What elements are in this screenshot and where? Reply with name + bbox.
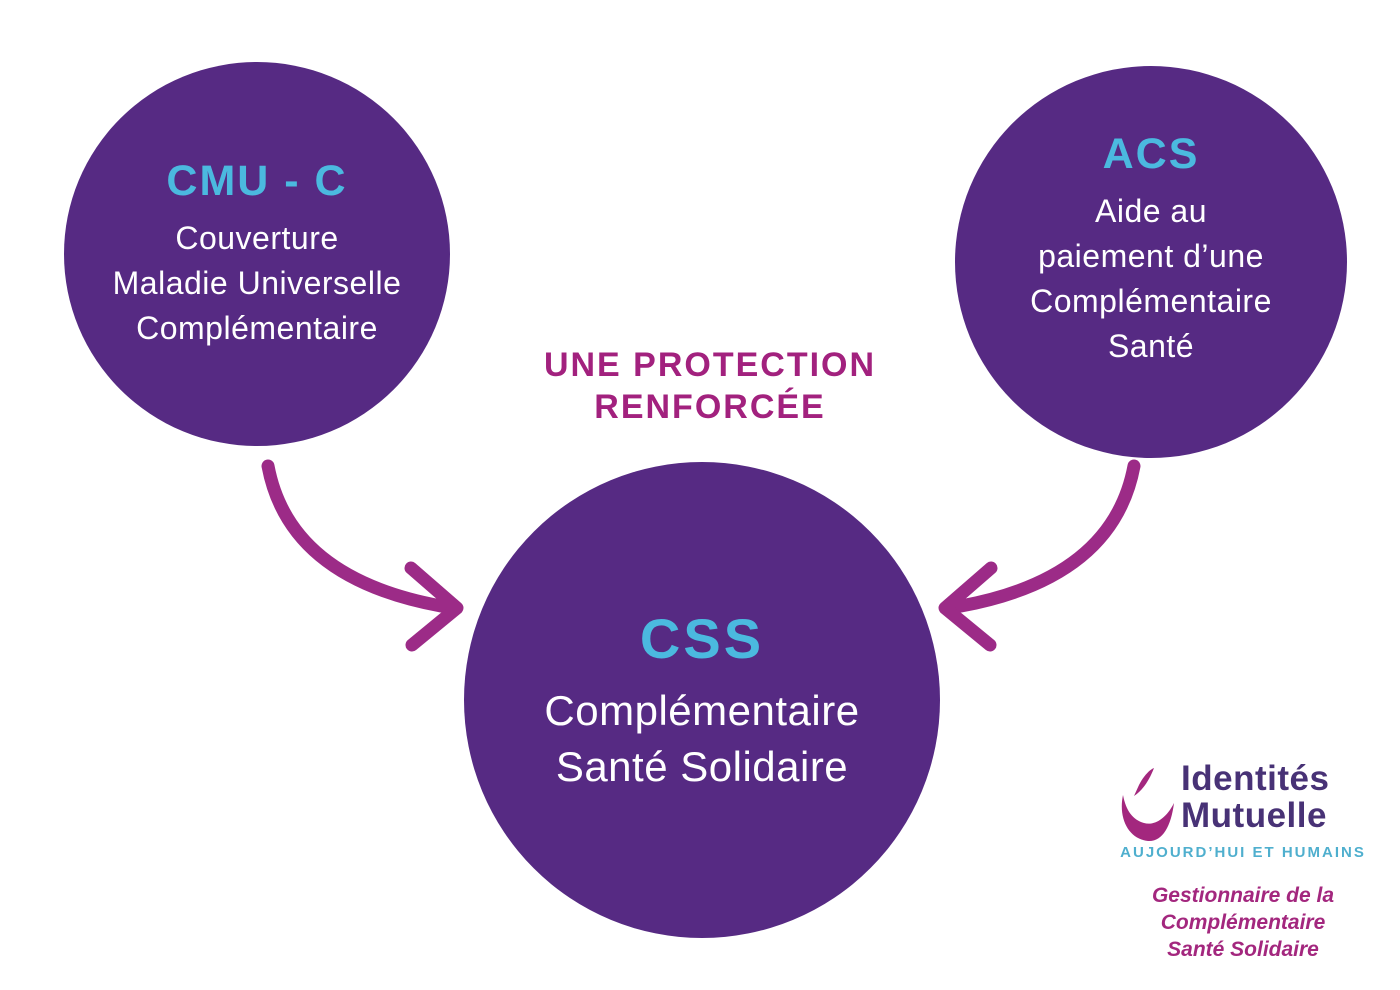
headline: UNE PROTECTION RENFORCÉE	[544, 344, 876, 428]
acs-line-2: paiement d’une	[1038, 237, 1264, 274]
headline-line-2: RENFORCÉE	[594, 388, 826, 426]
cmuc-line-1: Couverture	[175, 220, 339, 256]
acs-line-3: Complémentaire	[1030, 282, 1272, 319]
logo-caption-line-2: Complémentaire	[1160, 911, 1326, 934]
acs-line-4: Santé	[1107, 327, 1195, 364]
headline-line-1: UNE PROTECTION	[543, 346, 877, 384]
logo-caption: Gestionnaire de la Complémentaire Santé …	[1152, 882, 1334, 963]
identites-mutuelle-logo-icon	[1121, 768, 1174, 842]
cmuc-line-2: Maladie Universelle	[112, 265, 402, 301]
css-acronym: CSS	[639, 606, 765, 670]
arrow-left-head-icon	[404, 561, 464, 652]
circle-acs: ACS Aide au paiement d’une Complémentair…	[955, 66, 1347, 458]
acs-line-1: Aide au	[1094, 192, 1208, 229]
circle-css: CSS Complémentaire Santé Solidaire	[464, 462, 940, 938]
arrow-right-head-icon	[938, 561, 998, 652]
logo-tagline: AUJOURD’HUI ET HUMAINS	[1120, 844, 1366, 861]
circle-cmuc: CMU - C Couverture Maladie Universelle C…	[64, 62, 450, 446]
logo-name-line-2: Mutuelle	[1181, 796, 1327, 835]
css-line-2: Santé Solidaire	[555, 742, 849, 790]
arrow-left-curve-icon	[261, 459, 448, 613]
cmuc-acronym: CMU - C	[166, 157, 348, 205]
logo-caption-line-3: Santé Solidaire	[1167, 938, 1319, 961]
logo-name-line-1: Identités	[1181, 759, 1330, 798]
logo-caption-line-1: Gestionnaire de la	[1151, 884, 1335, 907]
cmuc-line-3: Complémentaire	[136, 310, 378, 346]
logo-name: Identités Mutuelle	[1181, 760, 1329, 834]
acs-acronym: ACS	[1102, 129, 1200, 178]
css-line-1: Complémentaire	[544, 686, 860, 734]
arrow-right-curve-icon	[954, 459, 1141, 613]
